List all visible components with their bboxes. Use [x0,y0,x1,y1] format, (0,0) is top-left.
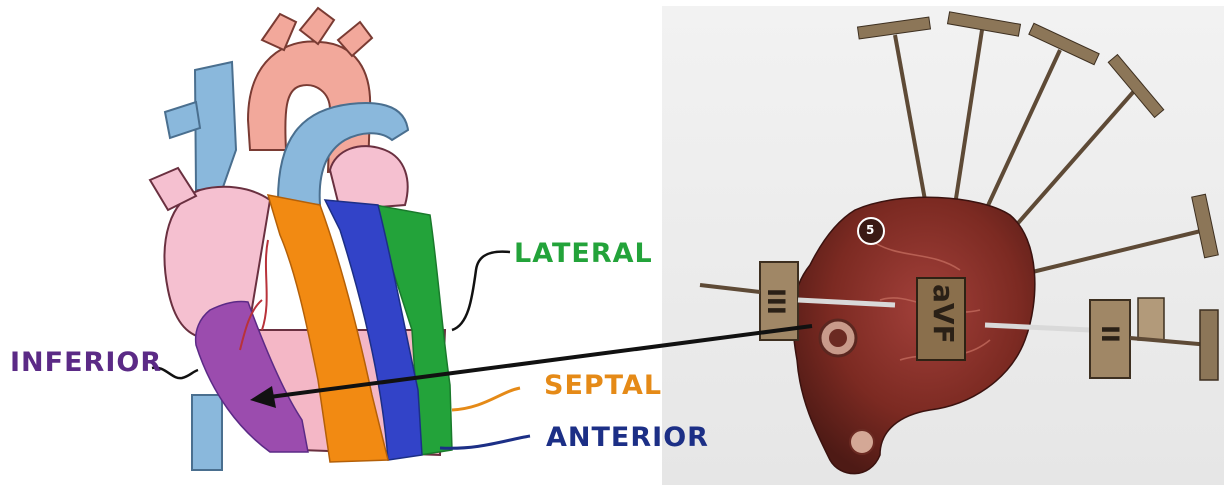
label-inferior: INFERIOR [10,347,162,378]
label-lateral: LATERAL [514,238,653,269]
lead-III-label: III [762,288,790,315]
septal-leader [452,388,520,410]
lead-model [662,6,1224,485]
label-septal: SEPTAL [544,370,662,401]
vessel-opening-lower [850,430,874,454]
right-auricle-top [330,146,408,210]
marker-5-label: 5 [866,223,874,237]
anterior-leader [440,436,530,448]
superior-vena-cava [195,62,236,190]
label-anterior: ANTERIOR [546,422,709,453]
lead-II-label: II [1096,325,1124,343]
heart-illustration [150,8,530,470]
lateral-leader [452,252,510,330]
lead-aVF-label: aVF [927,284,960,344]
aorta-branch-2 [300,8,334,44]
inferior-vena-cava [192,395,222,470]
